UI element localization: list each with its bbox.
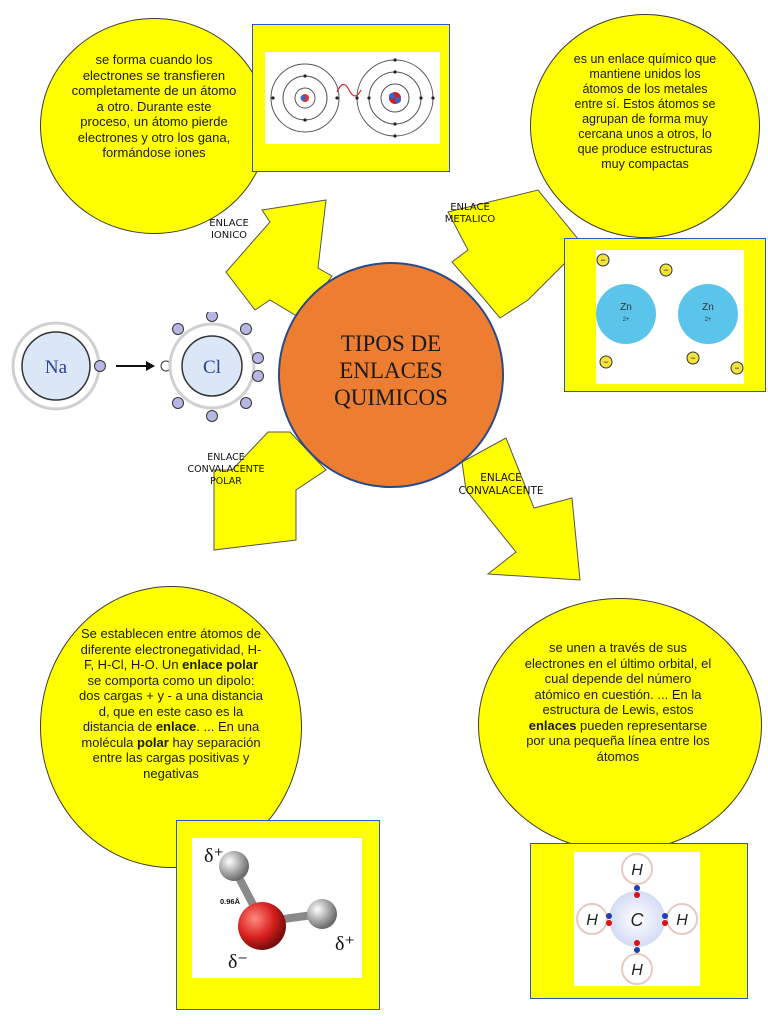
polar-label-line2: CONVALACENTE — [187, 464, 265, 475]
covalent-description: se unen a través de sus electrones en el… — [524, 640, 712, 764]
delta-minus: δ⁻ — [228, 951, 248, 973]
h-label-left: H — [586, 912, 598, 929]
delta-plus-1: δ⁺ — [204, 845, 224, 867]
polar-text-3: . ... En una molécula — [81, 719, 260, 750]
zn-ion-left-symbol: Zn — [620, 302, 632, 313]
covalent-text-2: pueden representarse por una pequeña lín… — [526, 717, 710, 764]
covalent-label-line1: ENLACE — [480, 472, 522, 484]
na-atom — [21, 331, 91, 401]
center-title-line3: QUIMICOS — [334, 385, 448, 410]
cl-atom — [181, 335, 243, 397]
ionic-label: ENLACE IONICO — [194, 218, 264, 242]
carbon-label: C — [631, 910, 645, 930]
center-topic-circle — [278, 262, 504, 488]
ionic-atoms-drawing — [270, 58, 435, 138]
water-molecule-drawing: δ⁺ δ⁺ δ⁻ 0.96Å — [204, 845, 355, 973]
hydrogen-atom-1 — [219, 851, 249, 881]
electron-sign-2: − — [663, 265, 668, 275]
free-electrons: − − − − − — [596, 253, 744, 375]
na-electron — [94, 360, 106, 372]
covalent-text-1: se unen a través de sus electrones en el… — [524, 640, 712, 717]
metallic-label: ENLACE METALICO — [432, 202, 508, 226]
na-cl-diagram: Na Cl — [11, 312, 264, 422]
methane-lewis-image: C H H H H — [574, 852, 700, 986]
polar-text-1: Se establecen entre átomos de diferente … — [80, 626, 262, 672]
metallic-description-bubble — [530, 14, 760, 238]
zn-ion-left — [596, 284, 656, 344]
ionic-description: se forma cuando los electrones se transf… — [71, 52, 237, 160]
zn-ion-left-charge: 2+ — [623, 317, 630, 323]
hydrogen-atoms: H H H H — [576, 853, 698, 985]
polar-text-bold-3: polar — [137, 734, 169, 750]
zn-ion-right-symbol: Zn — [702, 302, 714, 313]
electron-sign-4: − — [690, 353, 695, 363]
covalent-label-line2: CONVALACENTE — [458, 485, 544, 497]
delta-plus-2: δ⁺ — [335, 933, 355, 955]
polar-description: Se establecen entre átomos de diferente … — [78, 626, 264, 781]
cl-label: Cl — [203, 357, 221, 378]
polar-text-bold-1: enlace polar — [182, 657, 259, 672]
hydrogen-atom-2 — [307, 899, 337, 929]
metallic-label-line1: ENLACE — [450, 202, 490, 213]
transfer-arrow-head — [146, 361, 155, 371]
bond-length-label: 0.96Å — [220, 897, 241, 906]
ionic-atoms-image — [265, 52, 440, 144]
electron-sign-5: − — [734, 363, 739, 373]
metallic-label-line2: METALICO — [444, 214, 496, 225]
metallic-zn-image: Zn 2+ Zn 2+ − − − − − — [596, 250, 744, 384]
electron-sign-1: − — [600, 255, 605, 265]
electron-sign-3: − — [603, 357, 608, 367]
metallic-zn-drawing: Zn 2+ Zn 2+ − − − − − — [596, 253, 744, 375]
metallic-description: es un enlace químico que mantiene unidos… — [573, 52, 717, 171]
water-molecule-image: δ⁺ δ⁺ δ⁻ 0.96Å — [192, 838, 362, 978]
zn-ion-right-charge: 2+ — [705, 317, 712, 323]
cl-electrons — [172, 312, 264, 422]
covalent-label: ENLACE CONVALACENTE — [446, 472, 556, 498]
polar-text-bold-2: enlace — [155, 719, 197, 734]
atom-left — [270, 63, 340, 133]
polar-label-line3: POLAR — [210, 476, 242, 487]
center-title-line2: ENLACES — [339, 358, 443, 383]
ionic-label-line2: IONICO — [210, 230, 248, 241]
covalent-description-bubble — [478, 598, 762, 852]
carbon-atom — [609, 891, 665, 947]
arrow-polar — [213, 431, 327, 551]
shared-electron-pairs — [606, 885, 668, 953]
polar-text-2: se comporta como un dipolo: dos cargas +… — [79, 672, 263, 735]
covalent-text-bold-1: enlaces — [528, 717, 577, 733]
arrow-metallic — [447, 189, 593, 319]
polar-text-4: hay separación entre las cargas positiva… — [92, 734, 261, 781]
ionic-label-line1: ENLACE — [209, 218, 249, 229]
h-label-bottom: H — [631, 962, 643, 979]
arrow-ionic — [225, 199, 333, 319]
h-label-top: H — [631, 862, 643, 879]
methane-lewis-drawing: C H H H H — [576, 853, 698, 985]
na-label: Na — [45, 357, 68, 378]
h-label-right: H — [676, 912, 688, 929]
center-title-line1: TIPOS DE — [340, 331, 442, 356]
polar-label: ENLACE CONVALACENTE POLAR — [178, 452, 274, 488]
oxygen-atom — [238, 902, 286, 950]
arrow-covalent — [461, 437, 581, 581]
center-topic-title: TIPOS DE ENLACES QUIMICOS — [278, 330, 504, 411]
zn-ion-right — [678, 284, 738, 344]
polar-label-line1: ENLACE — [207, 452, 245, 463]
